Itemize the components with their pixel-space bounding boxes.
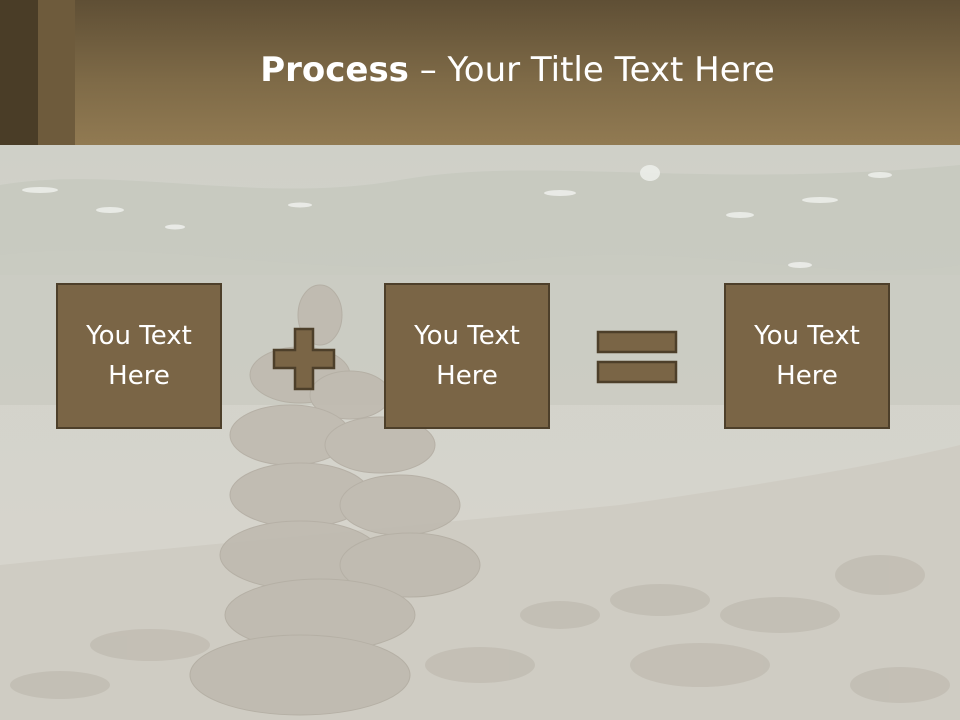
equals-icon <box>596 330 678 384</box>
header-accent-strip-dark <box>0 0 38 145</box>
title-bold: Process <box>260 50 409 90</box>
process-box-2-text: You Text Here <box>414 321 520 391</box>
plus-icon <box>272 327 336 391</box>
mountain-cairn-background <box>0 145 960 720</box>
slide-title[interactable]: Process – Your Title Text Here <box>75 50 960 90</box>
process-box-3[interactable]: You Text Here <box>724 283 890 429</box>
process-box-3-text: You Text Here <box>754 321 860 391</box>
process-box-2[interactable]: You Text Here <box>384 283 550 429</box>
title-bar: Process – Your Title Text Here <box>0 0 960 145</box>
process-box-1[interactable]: You Text Here <box>56 283 222 429</box>
title-rest: – Your Title Text Here <box>408 50 775 90</box>
process-box-1-text: You Text Here <box>86 321 192 391</box>
header-accent-strip-light <box>38 0 75 145</box>
